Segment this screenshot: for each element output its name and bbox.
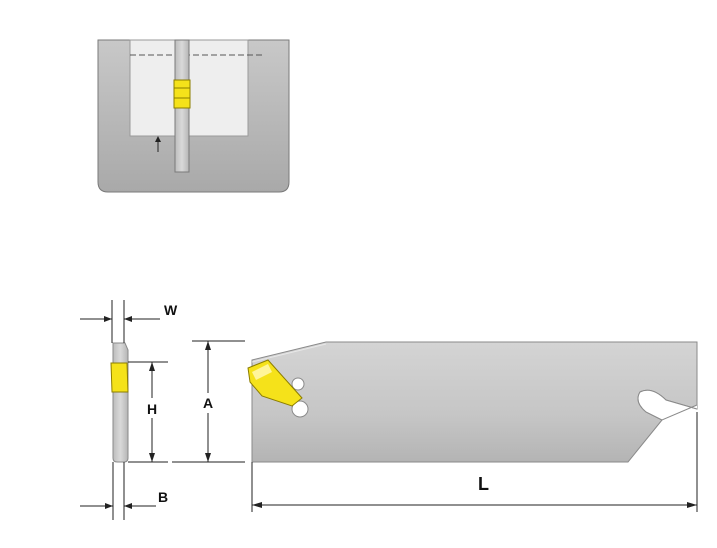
blade-body bbox=[251, 341, 698, 463]
blade-side-view bbox=[110, 342, 129, 463]
holder-insert bbox=[173, 79, 191, 109]
label-a: A bbox=[203, 395, 213, 411]
label-b: B bbox=[158, 489, 168, 505]
side-blade-body bbox=[112, 342, 129, 463]
blade-keyhole bbox=[637, 389, 698, 421]
blade-relief-hole-bottom bbox=[291, 400, 309, 418]
blade-top-bevel bbox=[251, 343, 327, 363]
label-w: W bbox=[164, 302, 178, 318]
blade-front-view bbox=[247, 341, 698, 463]
dimension-l: L bbox=[251, 412, 698, 512]
dimension-b: B bbox=[80, 462, 168, 520]
blade-holder-view bbox=[97, 39, 290, 193]
dimension-w: W bbox=[80, 300, 178, 343]
blade-relief-hole-top bbox=[291, 377, 305, 391]
dimension-h: H bbox=[128, 361, 168, 463]
side-insert bbox=[110, 362, 129, 393]
label-h: H bbox=[147, 401, 157, 417]
label-l: L bbox=[478, 474, 489, 494]
dimension-a: A bbox=[172, 340, 245, 463]
